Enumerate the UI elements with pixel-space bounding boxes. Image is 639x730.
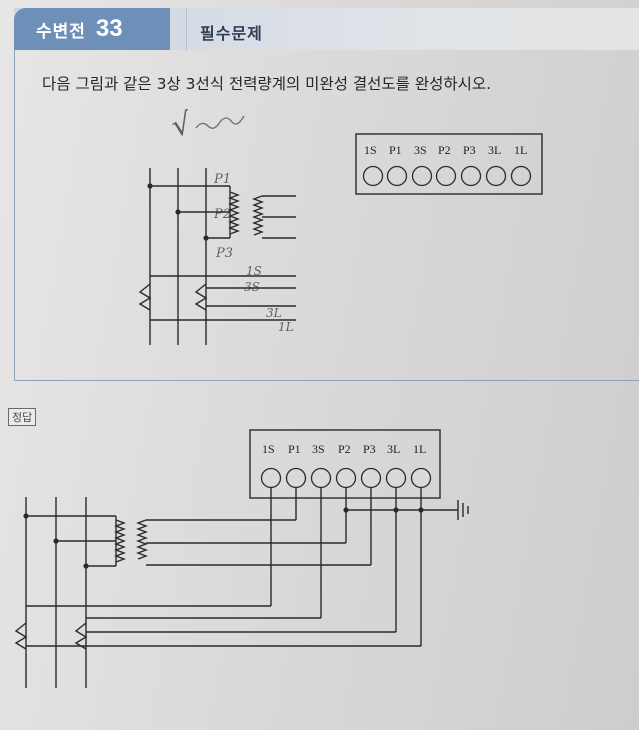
terminal-p2 — [435, 165, 457, 187]
terminal-circles — [362, 165, 532, 187]
section-label: 수변전 — [36, 21, 86, 42]
terminal-label-p3: P3 — [463, 143, 476, 157]
page-title: 필수문제 — [200, 24, 263, 43]
answer-terminal-3s — [310, 467, 332, 489]
terminal-1l — [510, 165, 532, 187]
terminal-p3 — [460, 165, 482, 187]
terminal-3l — [485, 165, 507, 187]
handwritten-label-1s: 1S — [246, 264, 262, 278]
handwritten-label-1l: 1L — [278, 320, 294, 334]
question-text: 다음 그림과 같은 3상 3선식 전력량계의 미완성 결선도를 완성하시오. — [42, 75, 492, 93]
answer-terminal-label-1l: 1L — [413, 442, 426, 456]
answer-terminal-p3 — [360, 467, 382, 489]
answer-terminal-label-3s: 3S — [312, 442, 325, 456]
answer-terminal-1l — [410, 467, 432, 489]
section-number: 33 — [95, 15, 123, 42]
question-frame — [14, 50, 639, 381]
answer-terminal-label-1s: 1S — [262, 442, 275, 456]
terminal-label-1l: 1L — [514, 143, 527, 157]
answer-terminal-p2 — [335, 467, 357, 489]
terminal-p1 — [386, 165, 408, 187]
answer-terminal-label-p1: P1 — [288, 442, 301, 456]
header-divider — [170, 8, 187, 50]
terminal-1s — [362, 165, 384, 187]
answer-terminal-label-p2: P2 — [338, 442, 351, 456]
answer-terminal-p1 — [285, 467, 307, 489]
handwritten-label-p3: P3 — [216, 246, 234, 261]
terminal-label-p2: P2 — [438, 143, 451, 157]
answer-terminal-label-p3: P3 — [363, 442, 376, 456]
section-tag: 수변전 33 — [14, 8, 170, 50]
terminal-label-p1: P1 — [389, 143, 402, 157]
terminal-3s — [411, 165, 433, 187]
handwritten-label-3l: 3L — [266, 306, 282, 320]
terminal-label-3l: 3L — [488, 143, 501, 157]
handwritten-label-p1: P1 — [214, 172, 232, 187]
terminal-label-3s: 3S — [414, 143, 427, 157]
handwritten-label-3s: 3S — [244, 280, 260, 294]
terminal-label-1s: 1S — [364, 143, 377, 157]
answer-tag: 정답 — [8, 408, 37, 426]
handwritten-label-p2: P2 — [214, 207, 232, 222]
answer-terminal-3l — [385, 467, 407, 489]
answer-terminal-1s — [260, 467, 282, 489]
answer-terminal-label-3l: 3L — [387, 442, 400, 456]
